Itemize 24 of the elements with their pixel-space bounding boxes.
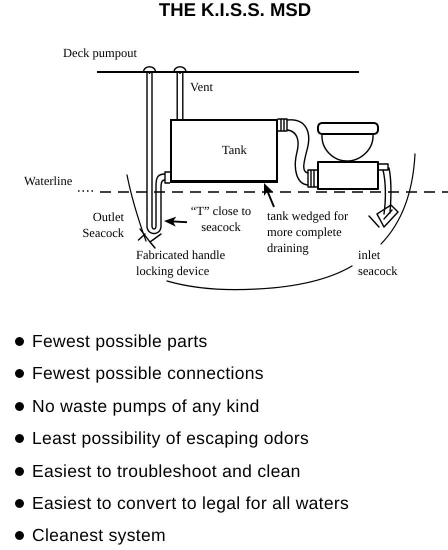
pipe-tee-seacock [137, 214, 164, 250]
part-label: inlet seacock [358, 247, 399, 279]
bullet-text: No waste pumps of any kind [32, 394, 260, 417]
holding-tank [170, 119, 278, 183]
part-label: Deck pumpout [63, 45, 137, 61]
bullet-text: Easiest to troubleshoot and clean [32, 460, 301, 482]
arrow [164, 216, 188, 227]
bullet-text: Least possibility of escaping odors [32, 427, 310, 450]
deck-line [97, 71, 359, 73]
diagram-title: THE K.I.S.S. MSD [158, 0, 312, 21]
annotation-text: “T” close to seacock [189, 203, 253, 235]
tank-label: Tank [222, 142, 247, 158]
part-label: Fabricated handle locking device [136, 247, 226, 279]
bullet-text: Easiest to convert to legal for all waters [32, 492, 350, 514]
part-label: Outlet Seacock [81, 209, 124, 241]
pipe [173, 66, 187, 120]
bullet-text: Fewest possible parts [32, 330, 208, 352]
pipe [155, 171, 171, 215]
bullet-text: Cleanest system [32, 524, 166, 546]
bullet-text: Fewest possible connections [32, 362, 264, 384]
pipe [142, 66, 156, 215]
part-label: Vent [190, 79, 213, 95]
part-label: Waterline [24, 173, 72, 189]
arrow [264, 182, 275, 208]
